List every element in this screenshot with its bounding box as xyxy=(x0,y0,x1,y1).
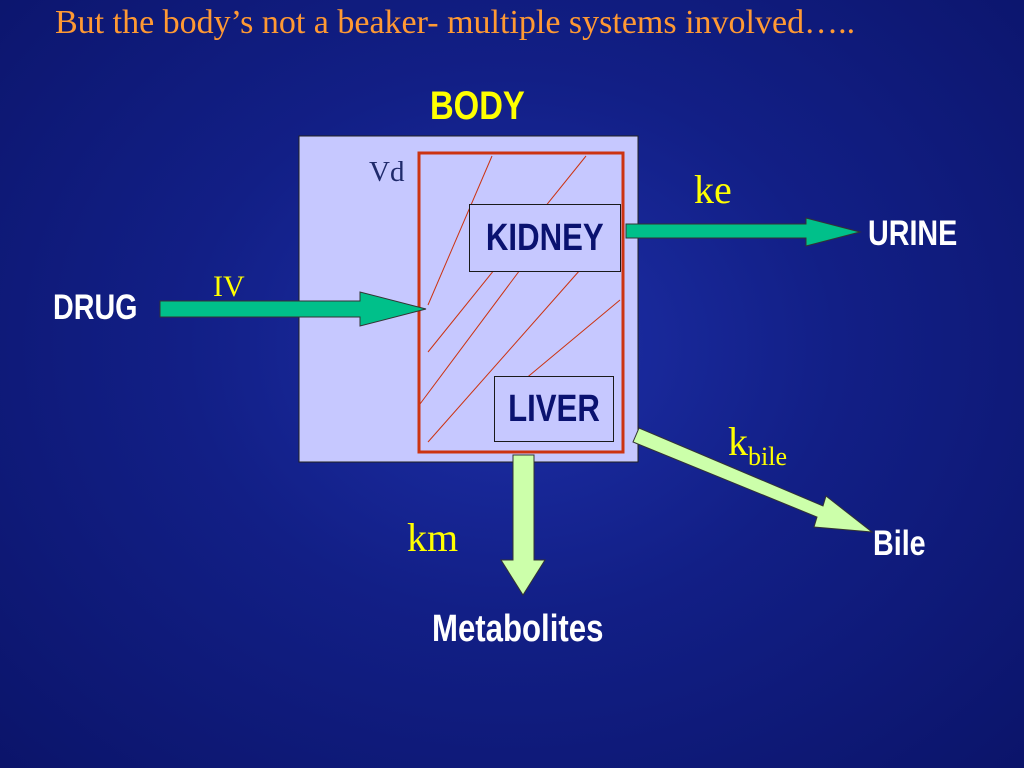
metabolites-label: Metabolites xyxy=(432,608,604,650)
route-label: IV xyxy=(213,270,245,303)
bile-label: Bile xyxy=(873,524,926,563)
biliary-excretion-arrow xyxy=(632,427,874,533)
drug-label: DRUG xyxy=(53,288,138,327)
body-label: BODY xyxy=(430,84,525,128)
liver-box: LIVER xyxy=(494,376,614,442)
urine-label: URINE xyxy=(868,214,958,253)
metabolic-rate-label: km xyxy=(407,515,459,560)
volume-of-distribution-label: Vd xyxy=(369,156,405,188)
biliary-rate-subscript: bile xyxy=(748,442,787,471)
slide-title: But the body’s not a beaker- multiple sy… xyxy=(55,4,856,41)
biliary-rate-label: kbile xyxy=(728,418,787,472)
renal-rate-label: ke xyxy=(694,167,732,212)
vd-compartment xyxy=(417,151,625,454)
kidney-box: KIDNEY xyxy=(469,204,621,272)
kidney-label: KIDNEY xyxy=(486,216,604,259)
iv-input-arrow xyxy=(159,291,427,327)
renal-excretion-arrow xyxy=(625,217,862,247)
liver-label: LIVER xyxy=(508,387,600,430)
metabolism-arrow xyxy=(500,454,546,596)
biliary-rate-main: k xyxy=(728,419,748,464)
